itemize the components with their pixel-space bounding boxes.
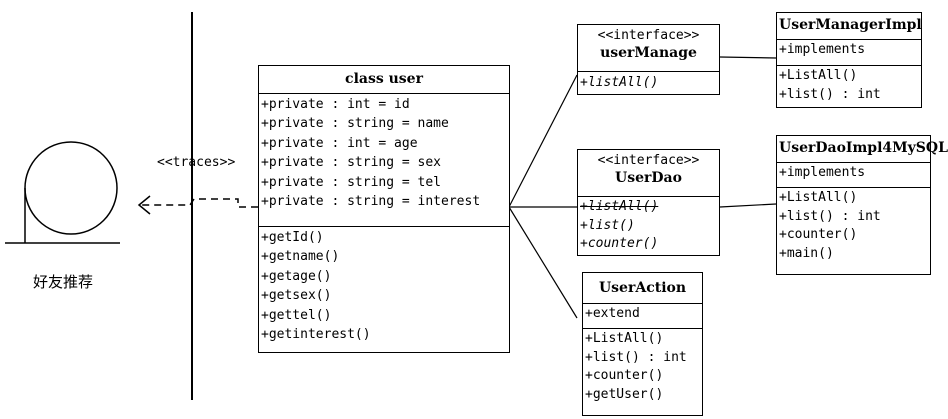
method: +getUser(): [585, 386, 664, 402]
link-userdao-impl: [719, 203, 777, 208]
method: +getId(): [261, 230, 324, 245]
class-useraction-attributes: +extend: [583, 303, 702, 328]
class-usermanagerimpl-attributes: +implements: [777, 39, 921, 65]
actor-circle-icon: [24, 141, 118, 235]
class-usermanagerimpl-methods: +ListAll() +list() : int: [777, 65, 921, 106]
class-usermanagerimpl-box[interactable]: UserManagerImpl +implements +ListAll() +…: [776, 12, 922, 108]
method: +counter(): [779, 227, 858, 242]
actor-name: 好友推荐: [33, 273, 94, 291]
assoc-user-useraction: [508, 206, 578, 319]
attribute: +private : string = interest: [261, 194, 481, 210]
attribute: +implements: [779, 165, 866, 180]
method: +ListAll(): [779, 190, 858, 205]
traces-label: <<traces>>: [157, 155, 236, 170]
traces-arrowhead-icon: [137, 195, 151, 215]
traces-dependency-line: [140, 198, 258, 208]
stereotype: <<interface>>: [597, 28, 700, 43]
method: +list(): [580, 217, 635, 233]
attribute: +private : string = tel: [261, 174, 442, 190]
method: +listAll(): [580, 199, 659, 214]
attribute: +extend: [585, 306, 640, 321]
attribute: +private : string = name: [261, 116, 449, 132]
interface-usermanage-methods: +listAll(): [578, 71, 719, 94]
method: +counter(): [585, 368, 664, 383]
interface-userdao-box[interactable]: <<interface>> UserDao +listAll() +list()…: [577, 149, 720, 256]
interface-userdao-title: UserDao: [615, 170, 682, 186]
interface-usermanage-box[interactable]: <<interface>> userManage +listAll(): [577, 24, 720, 95]
class-user-methods: +getId() +getname() +getage() +getsex() …: [259, 226, 509, 346]
class-usermanagerimpl-title: UserManagerImpl: [779, 17, 922, 33]
method: +ListAll(): [779, 68, 858, 83]
method: +getinterest(): [261, 327, 371, 343]
method: +getsex(): [261, 288, 332, 304]
method: +listAll(): [580, 75, 659, 90]
attribute: +private : int = id: [261, 97, 410, 112]
method: +ListAll(): [585, 331, 664, 346]
class-useraction-methods: +ListAll() +list() : int +counter() +get…: [583, 328, 702, 406]
attribute: +private : string = sex: [261, 155, 442, 171]
method: +list() : int: [779, 86, 881, 102]
method: +counter(): [580, 236, 659, 251]
method: +getage(): [261, 268, 332, 284]
method: +list() : int: [779, 208, 881, 224]
method: +getname(): [261, 249, 340, 265]
method: +list() : int: [585, 349, 687, 365]
interface-userdao-methods: +listAll() +list() +counter(): [578, 196, 719, 256]
class-user-title: class user: [345, 71, 423, 87]
class-user-attributes: +private : int = id +private : string = …: [259, 93, 509, 226]
class-userdaoimpl-attributes: +implements: [777, 162, 930, 187]
attribute: +implements: [779, 42, 866, 57]
class-userdaoimpl-methods: +ListAll() +list() : int +counter() +mai…: [777, 187, 930, 265]
attribute: +private : int = age: [261, 135, 418, 151]
link-usermanage-impl: [719, 56, 777, 59]
interface-usermanage-title: userManage: [600, 45, 697, 61]
class-useraction-title: UserAction: [598, 280, 687, 296]
class-userdaoimpl-box[interactable]: UserDaoImpl4MySQL +implements +ListAll()…: [776, 135, 948, 275]
assoc-user-usermanage: [508, 74, 578, 208]
method: +main(): [779, 245, 834, 261]
class-useraction-box[interactable]: UserAction +extend +ListAll() +list() : …: [582, 272, 703, 416]
class-user-box[interactable]: class user +private : int = id +private …: [258, 65, 510, 353]
class-userdaoimpl-title: UserDaoImpl4MySQL: [779, 140, 948, 156]
stereotype: <<interface>>: [597, 153, 700, 168]
method: +gettel(): [261, 307, 332, 323]
